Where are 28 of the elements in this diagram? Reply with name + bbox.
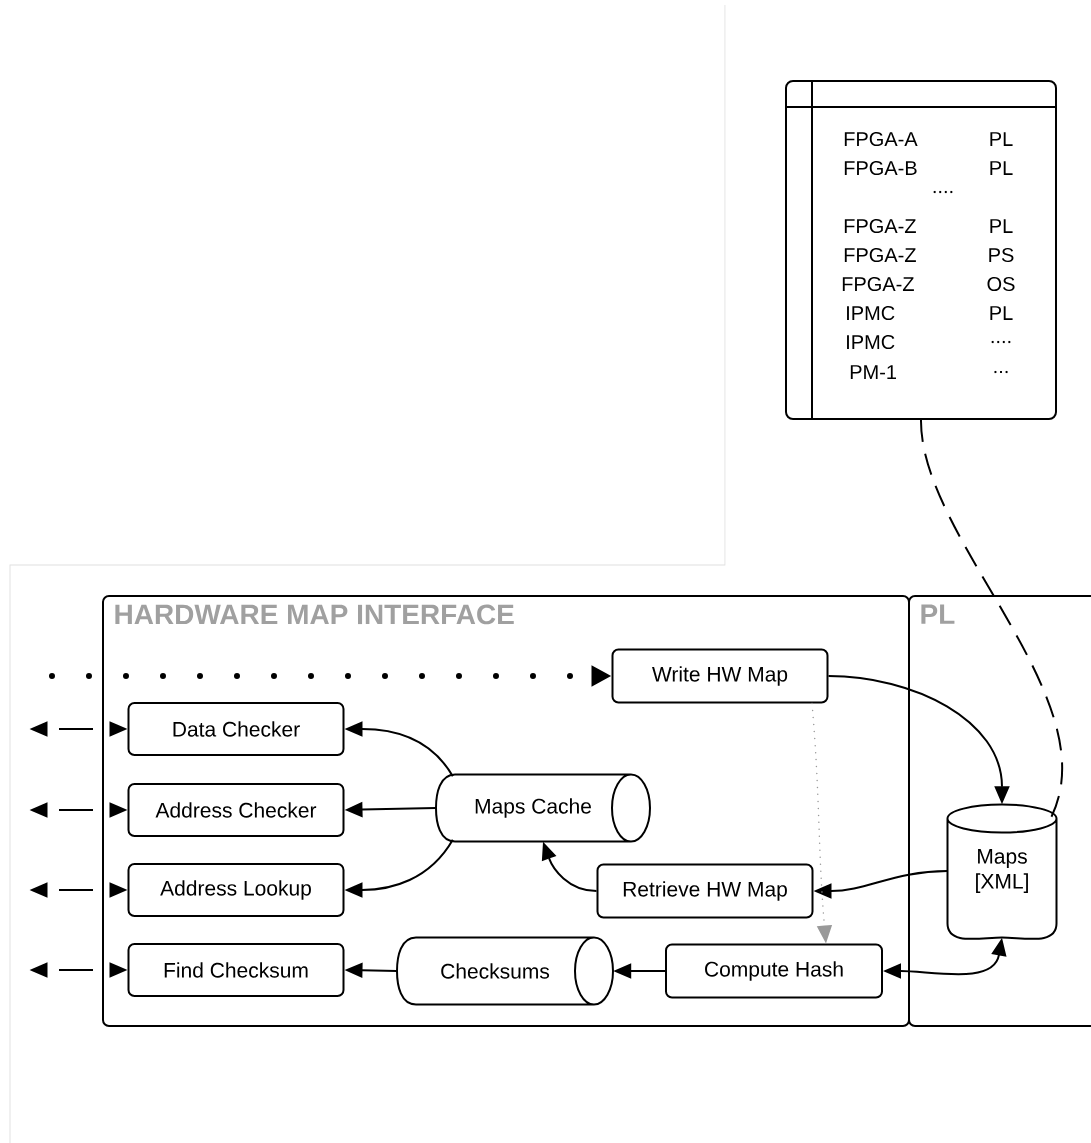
table-cell: PL [990, 306, 1013, 320]
storage-cylinder: Maps [XML] [946, 803, 1058, 940]
storage-cylinder: Checksums [396, 936, 614, 1006]
table [784, 79, 1057, 420]
table-cell: .... [991, 340, 1011, 344]
storage-cylinder: Maps Cache [435, 773, 651, 843]
table-cell: PL [990, 132, 1013, 146]
process-box: Compute Hash [665, 943, 883, 999]
table-cell: FPGA-Z [844, 218, 916, 234]
process-box: Find Checksum [127, 943, 345, 997]
table-cell: FPGA-A [844, 131, 918, 147]
process-box: Address Checker [127, 783, 345, 837]
table-cell: FPGA-Z [842, 276, 914, 292]
table-cell: FPGA-B [844, 160, 917, 176]
table-cell: PL [990, 161, 1013, 175]
table-cell: .... [933, 190, 953, 194]
table-cell: ... [994, 370, 1008, 374]
table-cell: IPMC [847, 305, 895, 321]
process-box: Retrieve HW Map [596, 863, 814, 919]
table-cell: PM-1 [850, 365, 896, 379]
table-cell: PL [990, 219, 1013, 233]
table-cell: PS [989, 247, 1014, 263]
process-box: Data Checker [127, 702, 345, 756]
table-cell: FPGA-Z [844, 247, 916, 263]
table-cell: IPMC [847, 334, 895, 350]
process-box: Write HW Map [611, 648, 829, 704]
process-box: Address Lookup [127, 863, 345, 917]
table-cell: OS [987, 276, 1015, 292]
